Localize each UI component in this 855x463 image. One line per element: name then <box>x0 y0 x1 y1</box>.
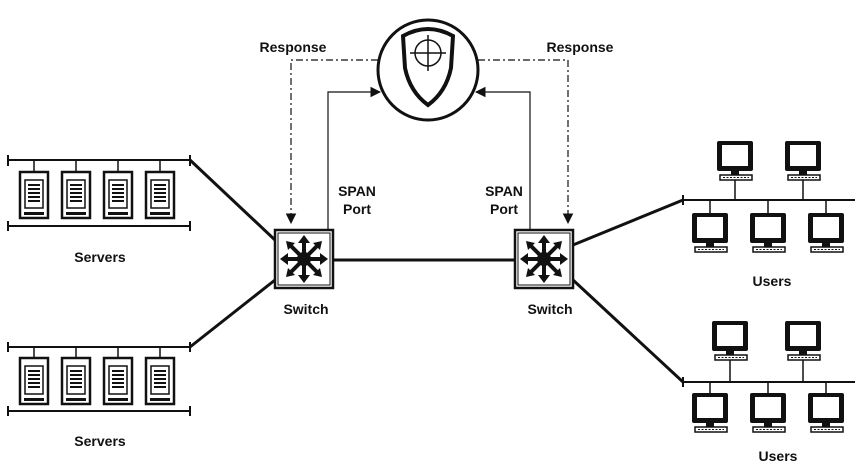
server-rack-top <box>7 155 191 231</box>
desktop-computer-icon <box>749 392 787 433</box>
desktop-computer-icon <box>807 392 845 433</box>
server-icon <box>18 356 50 406</box>
link-servers-top <box>188 158 277 242</box>
span-feed-right <box>474 86 531 230</box>
desktop-computer-icon <box>784 320 822 361</box>
server-rack-bottom <box>7 342 191 416</box>
span-port-label-left-line2: Port <box>343 201 371 217</box>
server-icon <box>144 170 176 220</box>
users-label-bottom: Users <box>759 448 798 463</box>
servers-label-bottom: Servers <box>74 433 126 449</box>
switch-label-right: Switch <box>527 301 572 317</box>
users-label-top: Users <box>753 273 792 289</box>
network-links <box>188 158 685 384</box>
server-icon <box>102 170 134 220</box>
users-group-bottom <box>682 320 855 433</box>
desktop-computer-icon <box>711 320 749 361</box>
server-icon <box>60 170 92 220</box>
switch-label-left: Switch <box>283 301 328 317</box>
span-port-label-left-line1: SPAN <box>338 183 376 199</box>
switch-right-icon <box>513 228 575 290</box>
span-feeds <box>327 86 531 230</box>
response-label-left: Response <box>260 39 327 55</box>
response-left <box>285 59 378 225</box>
desktop-computer-icon <box>749 212 787 253</box>
desktop-computer-icon <box>691 212 729 253</box>
desktop-computer-icon <box>807 212 845 253</box>
link-servers-bottom <box>189 278 276 349</box>
switch-left-icon <box>273 228 335 290</box>
span-port-label-right-line1: SPAN <box>485 183 523 199</box>
span-feed-left <box>327 86 382 230</box>
users-group-top <box>682 140 855 253</box>
server-icon <box>18 170 50 220</box>
server-icon <box>144 356 176 406</box>
link-users-top <box>572 198 684 247</box>
desktop-computer-icon <box>716 140 754 181</box>
response-paths <box>285 59 574 225</box>
response-right <box>478 59 574 225</box>
servers-label-top: Servers <box>74 249 126 265</box>
desktop-computer-icon <box>691 392 729 433</box>
link-users-bottom <box>571 278 685 384</box>
ids-sensor <box>376 18 480 122</box>
desktop-computer-icon <box>784 140 822 181</box>
response-label-right: Response <box>547 39 614 55</box>
span-port-label-right-line2: Port <box>490 201 518 217</box>
server-icon <box>102 356 134 406</box>
server-icon <box>60 356 92 406</box>
